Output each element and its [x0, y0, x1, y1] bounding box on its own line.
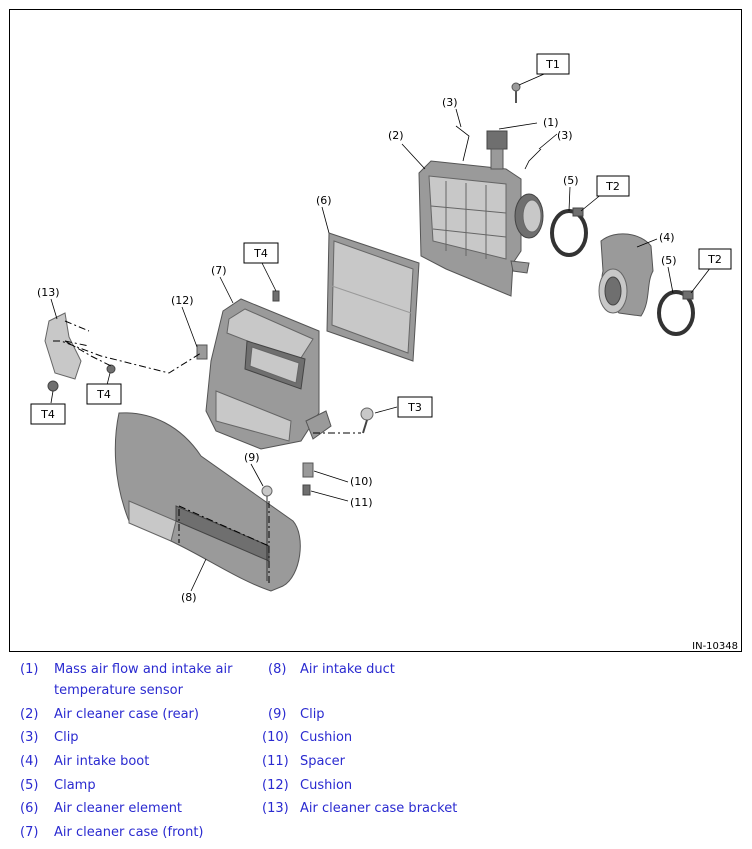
legend-item: (5) Clamp: [20, 775, 260, 796]
legend-number: (3): [20, 730, 39, 745]
legend-number: (6): [20, 801, 39, 816]
air-intake-boot-part: [598, 233, 654, 317]
torque-box-t2-upper: T2: [596, 175, 630, 197]
legend-item: (11) Spacer: [262, 751, 522, 772]
assembly-lines: [53, 340, 361, 586]
legend-number: (7): [20, 825, 39, 840]
legend-text: Clamp: [54, 778, 96, 793]
nut-part: [106, 364, 116, 374]
callout-3: (3): [442, 96, 458, 109]
legend-item: (10) Cushion: [262, 727, 522, 748]
legend-text: Air cleaner case (front): [54, 825, 204, 840]
torque-label: T1: [545, 58, 560, 71]
legend-number: (2): [20, 707, 39, 722]
legend-text: Cushion: [300, 778, 353, 793]
air-cleaner-case-bracket-part: [44, 312, 90, 380]
torque-box-t2-lower: T2: [698, 248, 732, 270]
torque-label: T4: [40, 408, 55, 421]
legend-text: Air cleaner element: [54, 801, 183, 816]
torque-box-t3: T3: [397, 396, 433, 418]
maf-sensor-part: [486, 130, 508, 170]
exploded-view-figure: T1 T2 T2 T3 T4 T4 T4 (1) (2) (3) (3) (4)…: [9, 9, 742, 652]
air-cleaner-case-rear-part: [418, 160, 544, 297]
torque-box-t4-left: T4: [30, 403, 66, 425]
legend-number: (1): [20, 662, 39, 677]
callout-2: (2): [388, 129, 404, 142]
callout-13: (13): [37, 286, 60, 299]
callout-4: (4): [659, 231, 675, 244]
legend-text: Spacer: [300, 754, 345, 769]
legend-item: (12) Cushion: [262, 775, 522, 796]
callout-7: (7): [211, 264, 227, 277]
torque-label: T2: [707, 253, 722, 266]
exploded-diagram: T1 T2 T2 T3 T4 T4 T4 (1) (2) (3) (3) (4)…: [30, 53, 738, 651]
callout-3: (3): [557, 129, 573, 142]
legend-text: Air intake duct: [300, 662, 395, 677]
legend-number: (5): [20, 778, 39, 793]
clip-9-part: [261, 485, 273, 581]
clamp-lower-part: [657, 290, 695, 336]
callout-5: (5): [563, 174, 579, 187]
callout-10: (10): [350, 475, 373, 488]
bolt-t3-part: [360, 407, 374, 434]
legend-item: (1) Mass air flow and intake air tempera…: [20, 659, 260, 703]
legend-text: Air cleaner case bracket: [300, 801, 458, 816]
legend-item: (9) Clip: [262, 704, 522, 725]
legend-item: (8) Air intake duct: [262, 659, 522, 680]
screw-part: [511, 82, 521, 103]
legend-text: temperature sensor: [54, 683, 183, 698]
callout-11: (11): [350, 496, 373, 509]
torque-label: T4: [96, 388, 111, 401]
figure-id: IN-10348: [692, 641, 738, 651]
legend-text: Air cleaner case (rear): [54, 707, 199, 722]
legend-item: (3) Clip: [20, 727, 260, 748]
air-cleaner-element-part: [326, 232, 420, 362]
torque-box-t1: T1: [536, 53, 570, 75]
legend-text: Air intake boot: [54, 754, 150, 769]
cushion-part: [196, 344, 208, 360]
callout-8: (8): [181, 591, 197, 604]
legend-item: (6) Air cleaner element: [20, 798, 260, 819]
legend-text: Cushion: [300, 730, 353, 745]
legend-number: (11): [262, 754, 289, 769]
legend-item: (4) Air intake boot: [20, 751, 260, 772]
cushion-10-part: [302, 462, 314, 478]
air-cleaner-case-front-part: [205, 298, 332, 450]
clip-part: [455, 125, 542, 170]
torque-label: T2: [605, 180, 620, 193]
clamp-upper-part: [550, 207, 588, 257]
legend-text: Clip: [300, 707, 325, 722]
legend-number: (9): [268, 707, 287, 722]
legend-number: (10): [262, 730, 289, 745]
legend-number: (13): [262, 801, 289, 816]
spacer-part: [302, 484, 311, 496]
callout-6: (6): [316, 194, 332, 207]
legend-number: (8): [268, 662, 287, 677]
nut-part: [47, 380, 59, 392]
torque-box-t4-top: T4: [243, 242, 279, 264]
legend-text: Mass air flow and intake air: [54, 662, 233, 677]
legend-number: (4): [20, 754, 39, 769]
legend-text: Clip: [54, 730, 79, 745]
torque-label: T4: [253, 247, 268, 260]
torque-label: T3: [407, 401, 422, 414]
bolt-part: [272, 290, 280, 302]
torque-box-t4-middle: T4: [86, 383, 122, 405]
legend-item: (2) Air cleaner case (rear): [20, 704, 260, 725]
legend-number: (12): [262, 778, 289, 793]
legend-item: (7) Air cleaner case (front): [20, 822, 260, 843]
callout-5: (5): [661, 254, 677, 267]
callout-12: (12): [171, 294, 194, 307]
callout-1: (1): [543, 116, 559, 129]
legend-item: (13) Air cleaner case bracket: [262, 798, 522, 819]
callout-9: (9): [244, 451, 260, 464]
